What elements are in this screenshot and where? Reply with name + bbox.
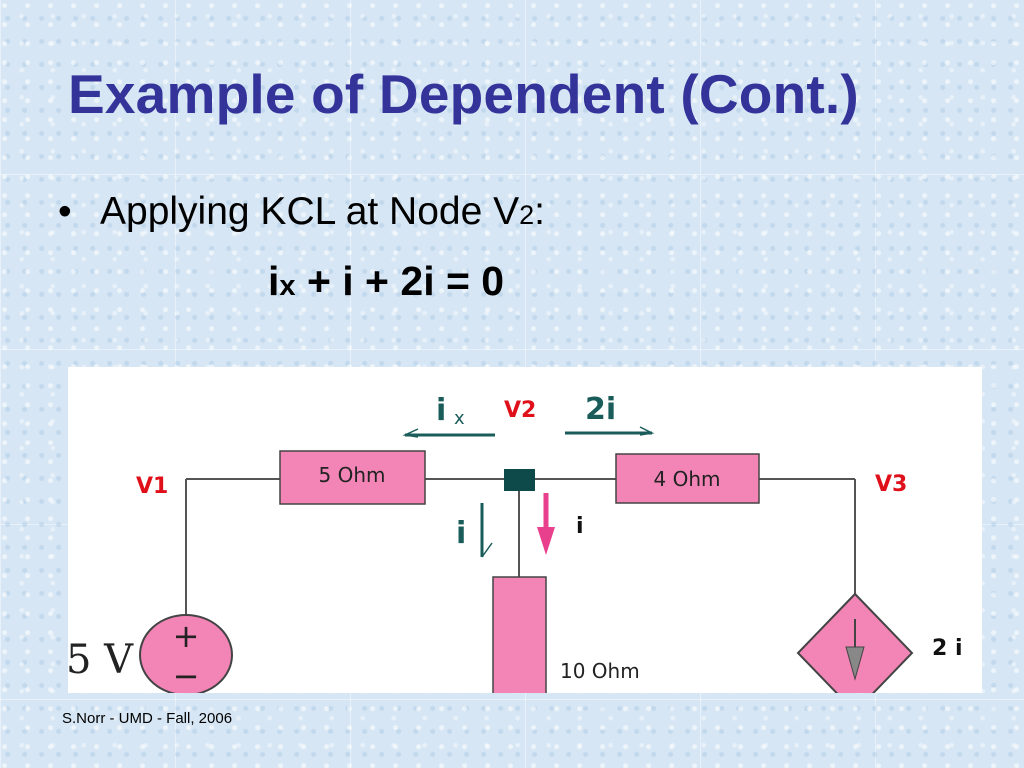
ix-arrow-icon: [402, 428, 495, 438]
resistor-5-ohm-label: 5 Ohm: [319, 463, 386, 487]
label-v1: V1: [136, 474, 168, 499]
label-ix: i: [436, 393, 446, 428]
resistor-5-ohm: [279, 450, 426, 505]
equation-ix-subscript: x: [279, 270, 296, 302]
node-v2: [504, 469, 535, 491]
resistor-10-ohm-label: 10 Ohm: [560, 659, 640, 683]
i-right-arrow-icon: [537, 493, 555, 555]
bullet-kcl: • Applying KCL at Node V2:: [58, 190, 545, 234]
label-i-left: i: [456, 516, 466, 551]
label-2i-top: 2i: [585, 392, 616, 427]
voltage-source-icon: [139, 614, 233, 693]
equation-ix: i: [268, 258, 280, 304]
circuit-diagram: 5 Ohm 4 Ohm 10 Ohm V1 V2 V3 i x 2i i: [68, 367, 982, 693]
label-v2: V2: [504, 398, 536, 423]
source-plus: +: [173, 617, 200, 655]
label-i-right: i: [576, 514, 584, 539]
i-left-arrow-icon: [480, 503, 493, 558]
bullet-marker: •: [58, 190, 72, 233]
bullet-text: Applying KCL at Node V: [100, 190, 520, 233]
resistor-10-ohm: [492, 576, 547, 693]
label-ix-subscript: x: [454, 408, 465, 429]
dependent-current-source-icon: [796, 592, 914, 693]
bullet-colon: :: [534, 190, 546, 233]
equation-rest: + i + 2i = 0: [295, 258, 505, 304]
footer-credit: S.Norr - UMD - Fall, 2006: [62, 710, 233, 727]
two-i-arrow-icon: [565, 426, 655, 436]
bullet-subscript: 2: [519, 200, 535, 230]
source-minus: −: [173, 657, 200, 693]
label-v3: V3: [875, 472, 907, 497]
slide-title: Example of Dependent (Cont.): [68, 63, 859, 125]
dep-source-label: 2 i: [932, 636, 963, 661]
kcl-equation: ix + i + 2i = 0: [268, 258, 504, 305]
resistor-4-ohm: [615, 453, 760, 504]
resistor-4-ohm-label: 4 Ohm: [654, 467, 721, 491]
source-voltage-label: 5 V: [68, 637, 134, 683]
